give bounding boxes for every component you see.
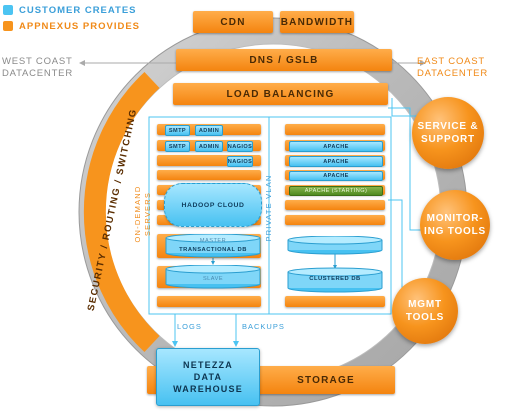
logs-label: LOGS (177, 322, 202, 331)
apache-server: APACHE (289, 156, 383, 167)
admin-server: ADMIN (195, 141, 223, 152)
bandwidth-box: BANDWIDTH (280, 11, 354, 33)
service-support-circle: SERVICE &SUPPORT (412, 97, 484, 169)
server-row (285, 200, 385, 210)
load-balancing-box: LOAD BALANCING (173, 83, 388, 105)
legend-appnexus-swatch (3, 21, 13, 31)
server-row (285, 296, 385, 307)
cdn-box: CDN (193, 11, 273, 33)
apache-server: APACHE (289, 141, 383, 152)
smtp-server: SMTP (165, 141, 190, 152)
monitoring-tools-circle: MONITOR-ING TOOLS (420, 190, 490, 260)
legend-customer-swatch (3, 5, 13, 15)
nagios-server: NAGIOS (227, 156, 253, 167)
legend-appnexus-label: APPNEXUS PROVIDES (19, 21, 140, 32)
server-row (285, 215, 385, 225)
smtp-server: SMTP (165, 125, 190, 136)
private-vlan-label: PRIVATE VLAN (264, 174, 273, 242)
backups-label: BACKUPS (242, 322, 285, 331)
admin-server: ADMIN (195, 125, 223, 136)
clustered-db: CLUSTERED DB (286, 236, 384, 294)
apache-starting-server: APACHE (STARTING) (289, 186, 383, 196)
dns-gslb-box: DNS / GSLB (176, 49, 392, 71)
server-row (157, 170, 261, 180)
legend-customer-label: CUSTOMER CREATES (19, 5, 137, 16)
server-row (285, 124, 385, 135)
hadoop-cloud: HADOOP CLOUD (164, 183, 262, 227)
nagios-server: NAGIOS (227, 141, 253, 152)
apache-server: APACHE (289, 171, 383, 181)
slave-db: SLAVE (164, 265, 262, 289)
master-db: MASTER TRANSACTIONAL DB (164, 234, 262, 258)
server-row (157, 296, 261, 307)
server-row (157, 155, 261, 166)
